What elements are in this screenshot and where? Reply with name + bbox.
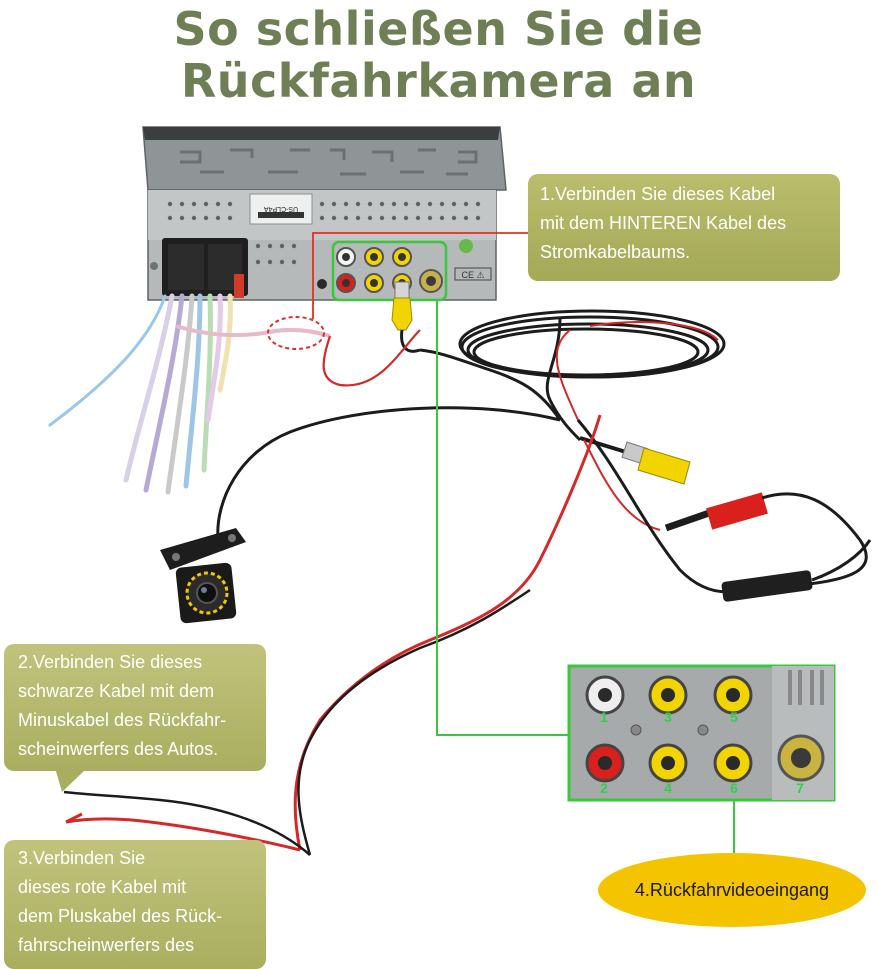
port-number-5: 5 — [730, 709, 738, 725]
port-number-4: 4 — [664, 780, 672, 796]
callout-1-line-1: 1.Verbinden Sie dieses Kabel — [540, 184, 776, 204]
red-power-wire-upper — [322, 329, 421, 387]
page-title-line-2: Rückfahrkamera an — [180, 54, 697, 108]
port-number-6: 6 — [730, 780, 738, 796]
iso-harness-connector — [162, 238, 248, 298]
ground-symbol-icon — [459, 239, 473, 253]
vent-holes — [167, 201, 481, 265]
port-number-7: 7 — [796, 780, 804, 796]
callout-3: 3.Verbinden Sie dieses rote Kabel mit de… — [4, 840, 266, 969]
callout-2-line-1: 2.Verbinden Sie dieses — [18, 652, 203, 672]
callout-2-line-2: schwarze Kabel mit dem — [18, 681, 215, 701]
coiled-video-cable — [458, 309, 726, 379]
yellow-rca-plug — [391, 281, 413, 331]
video-input-highlight-box — [331, 240, 448, 302]
callout-3-line-4: fahrscheinwerfers des — [18, 935, 195, 955]
callout-3-line-3: dem Pluskabel des Rück- — [18, 906, 223, 926]
callout-1-pointer-line — [312, 232, 528, 319]
callout-3-line-2: dieses rote Kabel mit — [18, 877, 187, 897]
callout-2: 2.Verbinden Sie dieses schwarze Kabel mi… — [4, 644, 266, 771]
callout-2-line-3: Minuskabel des Rückfahr- — [18, 710, 227, 730]
port-number-3: 3 — [664, 709, 672, 725]
car-radio-unit: US-CLP4A CE ⚠ — [142, 126, 507, 301]
video-input-label-text: 4.Rückfahrvideoeingang — [634, 879, 830, 900]
camera-cable — [216, 406, 561, 541]
callout-1: 1.Verbinden Sie dieses Kabel mit dem HIN… — [528, 174, 840, 281]
callout-3-line-1: 3.Verbinden Sie — [18, 848, 146, 868]
callout-1-line-2: mit dem HINTEREN Kabel des — [540, 213, 787, 233]
red-plus-wire — [293, 414, 602, 851]
zoom-link-line — [436, 300, 569, 736]
model-sticker: US-CLP4A — [249, 193, 313, 225]
callout-1-line-3: Stromkabelbaums. — [540, 242, 691, 262]
callout-2-line-4: scheinwerfers des Autos. — [18, 739, 219, 759]
svg-text:CE ⚠: CE ⚠ — [461, 270, 484, 280]
port-number-2: 2 — [600, 780, 608, 796]
video-input-label: 4.Rückfahrvideoeingang — [598, 853, 866, 927]
model-sticker-label: US-CLP4A — [264, 205, 299, 212]
black-minus-wire — [297, 588, 531, 856]
red-dc-power-connector — [664, 492, 868, 587]
reverse-wire-marker — [267, 316, 325, 350]
rca-ports-zoom-inset: 1 2 3 4 5 6 7 — [567, 664, 836, 802]
wire-splice-joint — [721, 539, 872, 602]
port-number-1: 1 — [600, 709, 608, 725]
camera-yellow-rca-connector — [579, 436, 691, 485]
antenna-socket-hole — [317, 279, 327, 289]
harness-reverse-wire — [175, 324, 331, 338]
harness-wire-bundle — [48, 293, 233, 495]
callout-2-tail — [56, 771, 84, 792]
reversing-camera — [160, 528, 246, 624]
page-title-line-1: So schließen Sie die — [173, 2, 704, 56]
